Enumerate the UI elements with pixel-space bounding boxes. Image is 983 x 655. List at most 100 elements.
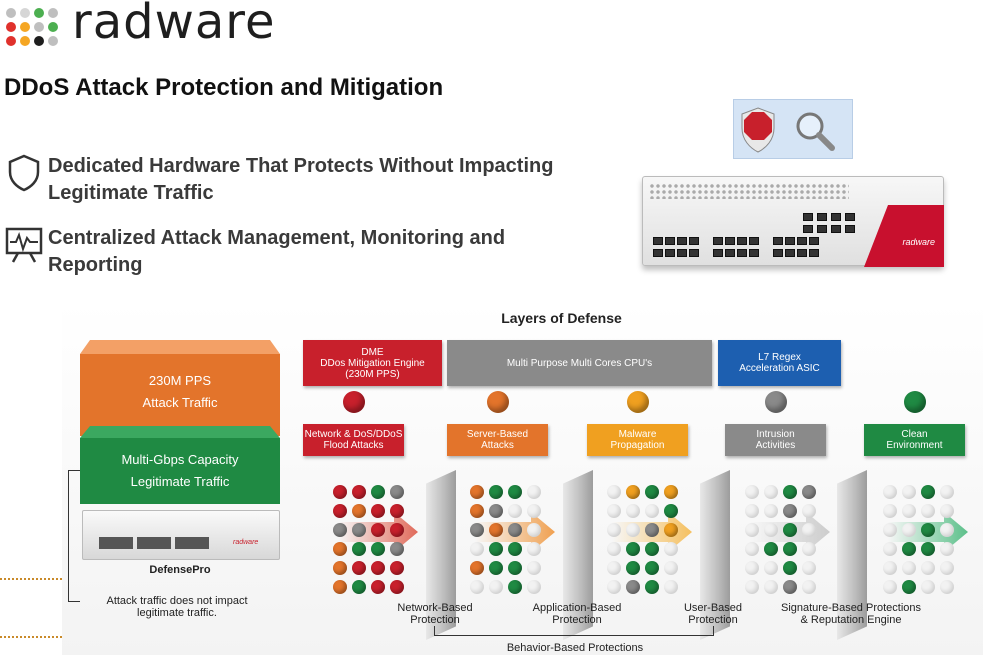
- appliance-port: [803, 225, 813, 233]
- category-ball: [904, 391, 926, 413]
- appliance-port: [665, 249, 675, 257]
- traffic-dot: [626, 580, 640, 594]
- traffic-dot: [645, 542, 659, 556]
- appliance-port: [797, 249, 807, 257]
- logo-dot: [48, 22, 58, 32]
- traffic-dot: [390, 504, 404, 518]
- traffic-dot: [783, 580, 797, 594]
- dotted-line: [0, 636, 62, 638]
- traffic-dot: [626, 542, 640, 556]
- category-line: Clean: [901, 429, 928, 440]
- logo-dot: [6, 22, 16, 32]
- logo-dot: [20, 8, 30, 18]
- traffic-dot: [745, 561, 759, 575]
- appliance-port: [845, 213, 855, 221]
- traffic-dot: [508, 485, 522, 499]
- engine-line: L7 Regex: [758, 352, 801, 363]
- traffic-dot: [645, 580, 659, 594]
- protection-line: Protection: [688, 614, 738, 626]
- traffic-dot: [902, 485, 916, 499]
- traffic-dot: [664, 504, 678, 518]
- traffic-dot: [470, 580, 484, 594]
- traffic-dot: [645, 561, 659, 575]
- traffic-dot: [764, 561, 778, 575]
- traffic-dot: [527, 561, 541, 575]
- appliance-port: [713, 237, 723, 245]
- appliance-port: [749, 249, 759, 257]
- slab-line: Attack Traffic: [142, 395, 218, 410]
- feature-line: Centralized Attack Management, Monitorin…: [48, 227, 506, 249]
- category-ball: [627, 391, 649, 413]
- traffic-dot: [527, 523, 541, 537]
- appliance-port: [749, 237, 759, 245]
- engine-cpu: Multi Purpose Multi Cores CPU's: [447, 340, 712, 386]
- protection-line: User-Based: [683, 602, 743, 614]
- appliance-brand: radware: [902, 237, 935, 247]
- traffic-dot: [664, 542, 678, 556]
- note-line: Attack traffic does not impact: [106, 595, 248, 607]
- traffic-dot: [883, 561, 897, 575]
- traffic-dot: [352, 523, 366, 537]
- traffic-dot: [802, 485, 816, 499]
- traffic-dot: [802, 580, 816, 594]
- traffic-dot: [921, 504, 935, 518]
- traffic-dot: [508, 580, 522, 594]
- behavior-bracket: [434, 626, 714, 636]
- traffic-dot: [764, 542, 778, 556]
- traffic-note: Attack traffic does not impact legitimat…: [92, 595, 262, 619]
- traffic-dot: [352, 580, 366, 594]
- category-ball: [343, 391, 365, 413]
- traffic-dot: [489, 580, 503, 594]
- traffic-dot: [371, 485, 385, 499]
- traffic-dot: [333, 561, 347, 575]
- slab-line: Multi-Gbps Capacity: [121, 452, 239, 467]
- traffic-dot: [883, 542, 897, 556]
- traffic-dot: [940, 561, 954, 575]
- category-line: Attacks: [481, 440, 514, 451]
- traffic-dot: [940, 542, 954, 556]
- traffic-dot: [940, 580, 954, 594]
- traffic-dot: [802, 561, 816, 575]
- appliance-port: [677, 249, 687, 257]
- appliance-port: [725, 249, 735, 257]
- protection-wall: [837, 470, 867, 640]
- traffic-dot: [489, 542, 503, 556]
- diagram-title: Layers of Defense: [501, 310, 622, 326]
- traffic-dot: [883, 485, 897, 499]
- protection-line: Protection: [410, 614, 460, 626]
- traffic-dot: [607, 561, 621, 575]
- traffic-dot: [333, 580, 347, 594]
- category-line: Network & DoS/DDoS: [304, 429, 403, 440]
- category-line: Flood Attacks: [323, 440, 384, 451]
- traffic-dot: [783, 485, 797, 499]
- traffic-dot: [607, 523, 621, 537]
- attack-slab-text: 230M PPS Attack Traffic: [82, 370, 278, 414]
- appliance-port: [725, 237, 735, 245]
- traffic-dot: [783, 504, 797, 518]
- traffic-dot: [645, 523, 659, 537]
- traffic-dot: [745, 542, 759, 556]
- protection-line: & Reputation Engine: [800, 614, 902, 626]
- logo-dot: [34, 8, 44, 18]
- appliance-port: [689, 249, 699, 257]
- appliance-port: [831, 213, 841, 221]
- traffic-dot: [371, 580, 385, 594]
- traffic-dot: [626, 504, 640, 518]
- protection-line: Protection: [552, 614, 602, 626]
- appliance-port: [773, 237, 783, 245]
- traffic-dot: [921, 580, 935, 594]
- dotted-line: [0, 578, 62, 580]
- traffic-dot: [489, 485, 503, 499]
- category-line: Activities: [755, 440, 796, 451]
- logo-dot: [6, 36, 16, 46]
- feature-centralized-management: Centralized Attack Management, Monitorin…: [4, 225, 505, 279]
- page-title: DDoS Attack Protection and Mitigation: [4, 74, 444, 101]
- logo-dot: [34, 22, 44, 32]
- appliance-port: [677, 237, 687, 245]
- traffic-dot: [940, 523, 954, 537]
